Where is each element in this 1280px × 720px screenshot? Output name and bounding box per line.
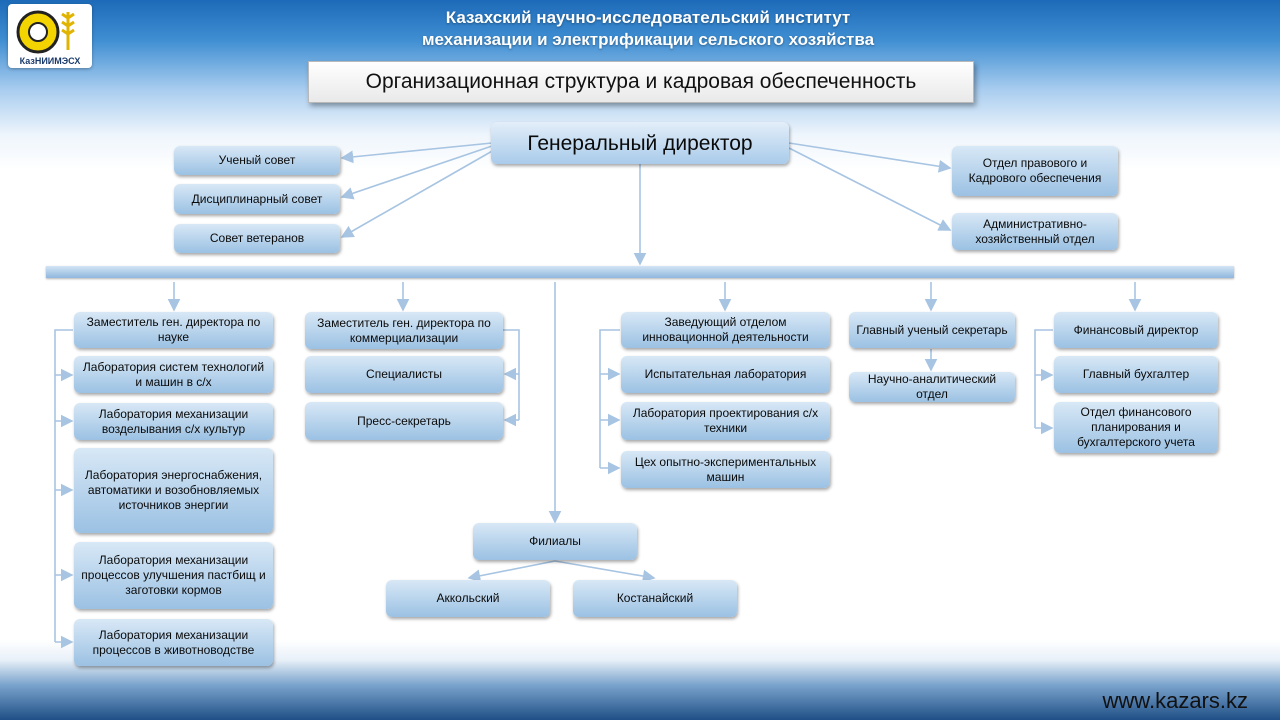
- lab-livestock-box: Лаборатория механизации процессов в живо…: [74, 619, 273, 666]
- veterans-council-box: Совет ветеранов: [174, 224, 340, 253]
- logo-caption: КазНИИМЭСХ: [19, 56, 81, 66]
- chief-accountant-box: Главный бухгалтер: [1054, 356, 1218, 393]
- general-director-box: Генеральный директор: [491, 122, 789, 164]
- website-url: www.kazars.kz: [1102, 688, 1248, 713]
- innovation-head-box: Заведующий отделом инновационной деятель…: [621, 312, 830, 348]
- financial-planning-box: Отдел финансового планирования и бухгалт…: [1054, 402, 1218, 453]
- academic-council-box: Ученый совет: [174, 146, 340, 175]
- press-secretary-box: Пресс-секретарь: [305, 402, 503, 440]
- analytics-department-box: Научно-аналитический отдел: [849, 372, 1015, 402]
- branch-akkol-box: Аккольский: [386, 580, 550, 617]
- lab-systems-box: Лаборатория систем технологий и машин в …: [74, 356, 273, 393]
- finance-director-box: Финансовый директор: [1054, 312, 1218, 348]
- chief-secretary-box: Главный ученый секретарь: [849, 312, 1015, 348]
- wheat-gear-icon: [16, 10, 75, 54]
- institute-logo: КазНИИМЭСХ: [8, 4, 92, 68]
- page-title: Организационная структура и кадровая обе…: [308, 61, 974, 103]
- deputy-commercialization-box: Заместитель ген. директора по коммерциал…: [305, 312, 503, 349]
- experimental-workshop-box: Цех опытно-экспериментальных машин: [621, 451, 830, 488]
- design-lab-box: Лаборатория проектирования с/х техники: [621, 402, 830, 440]
- disciplinary-council-box: Дисциплинарный совет: [174, 184, 340, 214]
- branch-kostanay-box: Костанайский: [573, 580, 737, 617]
- branches-box: Филиалы: [473, 523, 637, 560]
- deputy-science-box: Заместитель ген. директора по науке: [74, 312, 273, 348]
- testing-lab-box: Испытательная лаборатория: [621, 356, 830, 393]
- institute-name-line1: Казахский научно-исследовательский инсти…: [445, 8, 851, 27]
- lab-cultivation-box: Лаборатория механизации возделывания с/х…: [74, 403, 273, 440]
- admin-department-box: Административно-хозяйственный отдел: [952, 213, 1118, 250]
- legal-hr-department-box: Отдел правового и Кадрового обеспечения: [952, 146, 1118, 196]
- lab-pasture-box: Лаборатория механизации процессов улучше…: [74, 542, 273, 609]
- institute-name-line2: механизации и электрификации сельского х…: [421, 30, 875, 49]
- specialists-box: Специалисты: [305, 356, 503, 393]
- lab-energy-box: Лаборатория энергоснабжения, автоматики …: [74, 448, 273, 533]
- horizontal-distribution-bar: [46, 266, 1234, 278]
